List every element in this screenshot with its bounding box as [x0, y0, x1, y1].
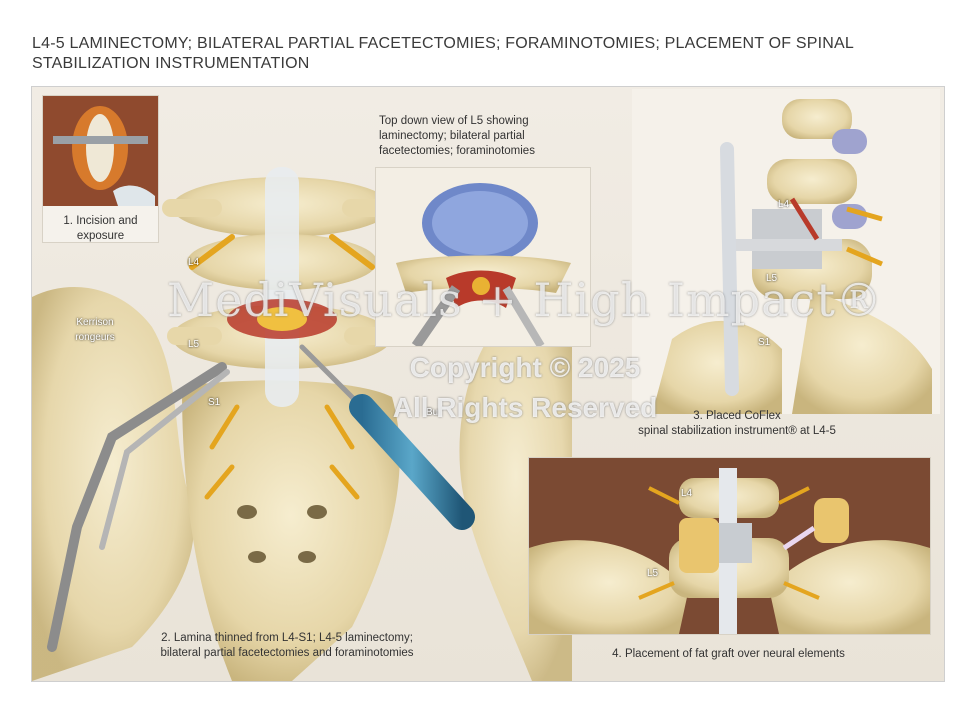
fatgraft-inset: L4 L5 [528, 457, 931, 635]
fatgraft-level-l5: L5 [647, 568, 659, 579]
watermark-copyright: Copyright © 2025 [409, 352, 641, 383]
incision-image [43, 96, 158, 206]
topdown-image [376, 168, 590, 346]
level-l4: L4 [188, 257, 200, 268]
coflex-image [632, 89, 940, 414]
watermark-brand: MediVisuals + High Impact® [167, 273, 883, 327]
page-title: L4-5 LAMINECTOMY; BILATERAL PARTIAL FACE… [32, 35, 854, 72]
coflex-level-l5: L5 [766, 273, 778, 284]
kerrison-label: Kerrison rongeurs [75, 317, 115, 343]
coflex-caption: 3. Placed CoFlex spinal stabilization in… [638, 410, 836, 437]
level-s1: S1 [208, 397, 221, 408]
coflex-level-s1: S1 [758, 337, 771, 348]
incision-caption: 1. Incision and exposure [63, 215, 138, 242]
illustration-frame: 1. Incision and exposure Top down view o… [31, 86, 945, 682]
incision-inset: 1. Incision and exposure [42, 95, 159, 243]
bur-label: Bur [426, 407, 442, 418]
lamina-caption: 2. Lamina thinned from L4-S1; L4-5 lamin… [160, 632, 414, 659]
fatgraft-level-l4: L4 [681, 488, 693, 499]
watermark-rights: All Rights Reserved [392, 392, 658, 423]
topdown-inset [375, 167, 591, 347]
fatgraft-image [529, 458, 930, 634]
coflex-panel: L4 L5 S1 [632, 89, 940, 414]
coflex-level-l4: L4 [778, 199, 790, 210]
fatgraft-caption: 4. Placement of fat graft over neural el… [612, 648, 845, 660]
level-l5: L5 [188, 339, 200, 350]
topdown-caption: Top down view of L5 showing laminectomy;… [379, 115, 535, 157]
